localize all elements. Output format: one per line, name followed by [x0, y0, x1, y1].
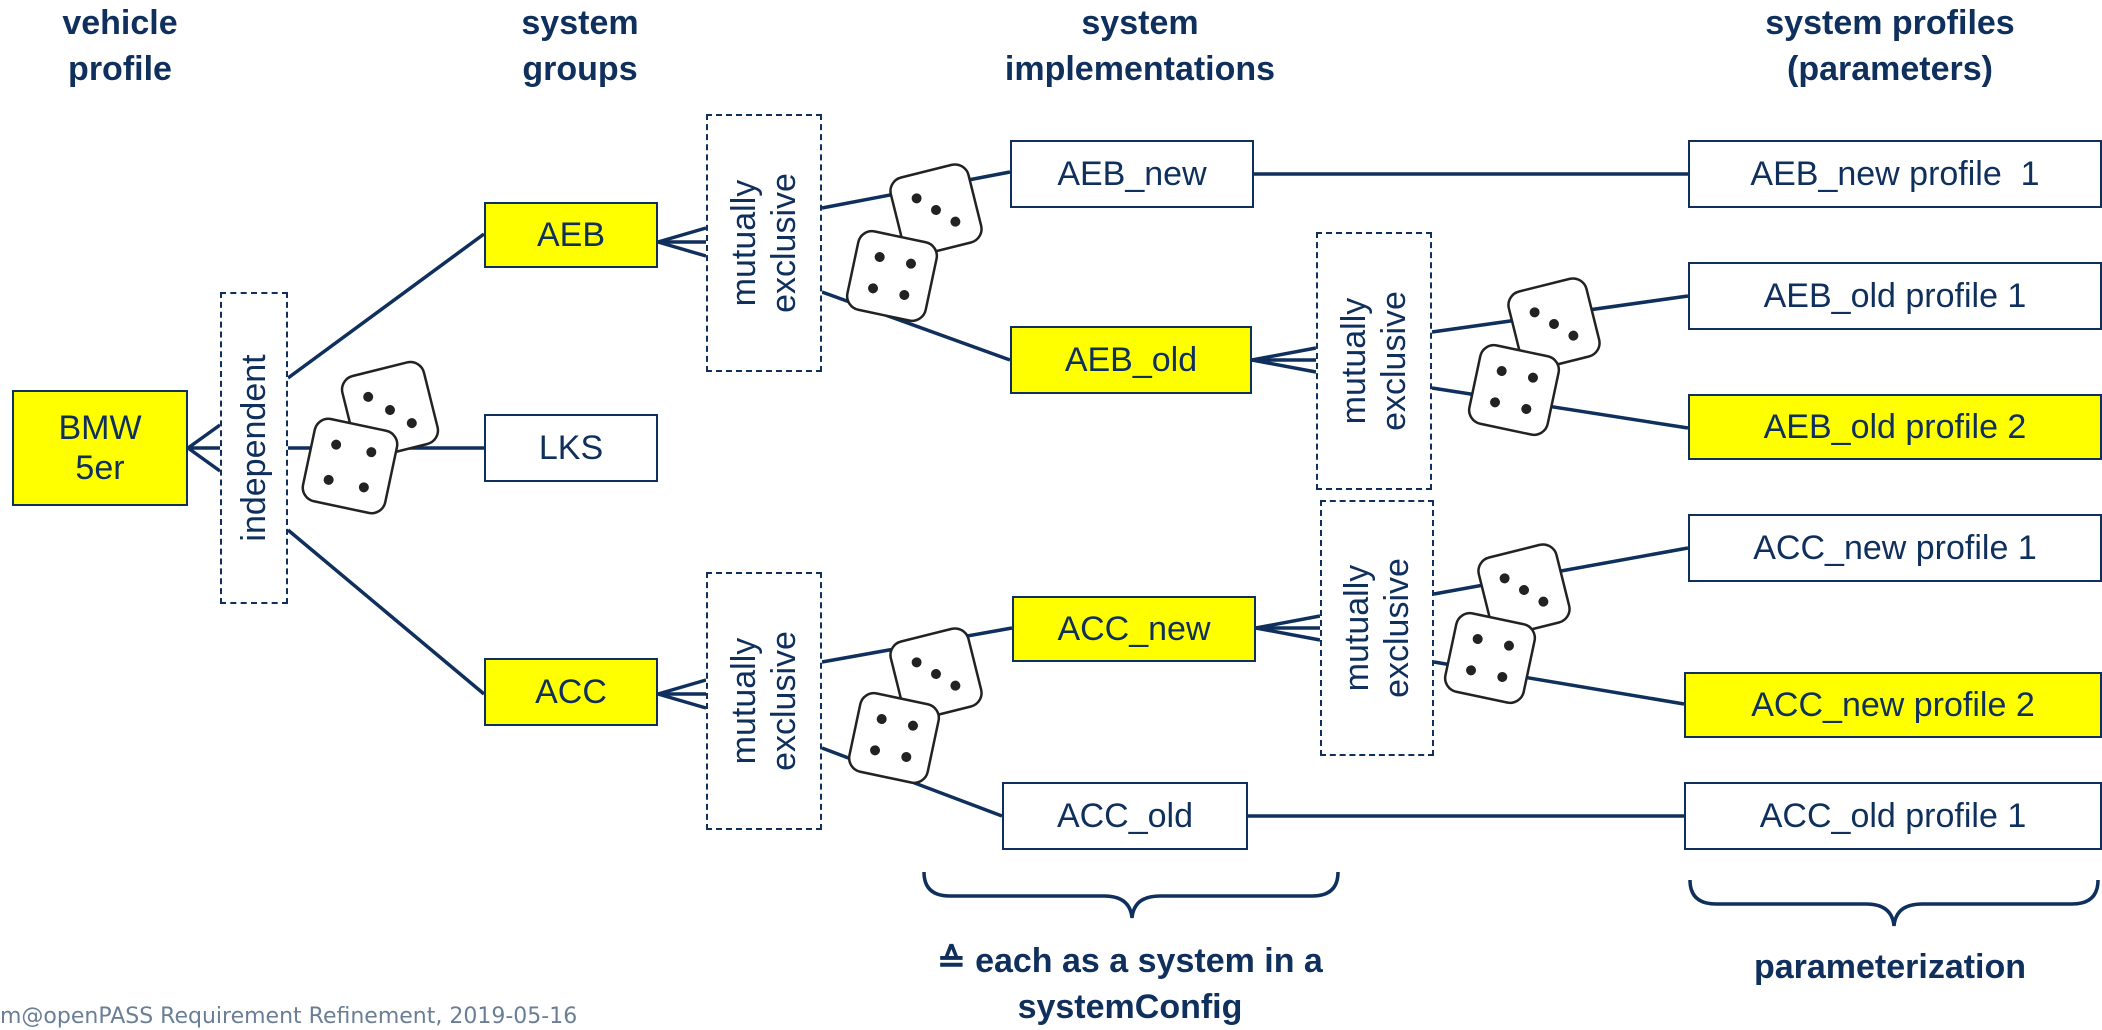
dice-icon — [847, 627, 983, 785]
dice-icon — [301, 360, 440, 515]
group-box-aeb[interactable]: AEB — [484, 202, 658, 268]
header-system-profiles: system profiles (parameters) — [1765, 4, 2015, 88]
profile-box-acc-new-2[interactable]: ACC_new profile 2 — [1684, 672, 2102, 738]
profile-box-aeb-new-1[interactable]: AEB_new profile 1 — [1688, 140, 2102, 208]
header-system-implementations: system implementations — [1004, 4, 1276, 88]
profile-box-aeb-old-1[interactable]: AEB_old profile 1 — [1688, 262, 2102, 330]
impl-box-acc-new[interactable]: ACC_new — [1012, 596, 1256, 662]
mutex-box-acc: mutually exclusive — [706, 572, 822, 830]
edge-acc-mutex — [657, 678, 707, 696]
group-box-acc[interactable]: ACC — [484, 658, 658, 726]
mutex-box-aeb-old: mutually exclusive — [1316, 232, 1432, 490]
independent-label: independent — [235, 354, 273, 542]
edge-independent-aeb — [286, 232, 486, 380]
impl-box-acc-old[interactable]: ACC_old — [1002, 782, 1248, 850]
vehicle-box-bmw[interactable]: BMW 5er — [12, 390, 188, 506]
dice-icon — [845, 163, 983, 323]
group-box-lks[interactable]: LKS — [484, 414, 658, 482]
edge-aebold-mutex — [1251, 346, 1317, 362]
independent-box: independent — [220, 292, 288, 604]
mutex-label: mutually exclusive — [725, 631, 803, 771]
profile-box-acc-new-1[interactable]: ACC_new profile 1 — [1688, 514, 2102, 582]
header-system-groups: system groups — [521, 4, 639, 88]
profile-box-aeb-old-2[interactable]: AEB_old profile 2 — [1688, 394, 2102, 460]
dice-icon — [1467, 277, 1601, 437]
impl-box-aeb-old[interactable]: AEB_old — [1010, 326, 1252, 394]
profile-box-acc-old-1[interactable]: ACC_old profile 1 — [1684, 782, 2102, 850]
mutex-label: mutually exclusive — [725, 173, 803, 313]
mutex-label: mutually exclusive — [1338, 558, 1416, 698]
mutex-label: mutually exclusive — [1335, 291, 1413, 431]
brace-implementations — [922, 871, 1340, 919]
implementations-note: ≙ each as a system in a systemConfig — [937, 942, 1323, 1026]
mutex-box-aeb: mutually exclusive — [706, 114, 822, 372]
dice-icon — [1443, 543, 1571, 705]
edge-independent-acc — [286, 528, 486, 696]
edge-bmw-independent — [186, 423, 222, 450]
edge-accnew-mutex — [1255, 614, 1321, 630]
profiles-note: parameterization — [1753, 948, 2027, 986]
edge-aeb-mutex — [657, 226, 707, 244]
footer-text: m@openPASS Requirement Refinement, 2019-… — [0, 1004, 578, 1029]
impl-box-aeb-new[interactable]: AEB_new — [1010, 140, 1254, 208]
mutex-box-acc-new: mutually exclusive — [1320, 500, 1434, 756]
brace-profiles — [1688, 879, 2100, 927]
header-vehicle-profile: vehicle profile — [62, 4, 178, 88]
